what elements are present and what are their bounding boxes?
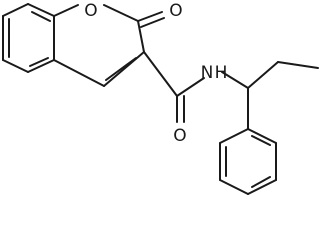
amide-carbonyl-oxygen-label: O xyxy=(173,126,186,146)
amide-hydrogen-label: H xyxy=(215,63,228,83)
phenyl-ring xyxy=(219,128,277,195)
lactone-carbonyl-oxygen-label: O xyxy=(169,1,182,21)
lactone-carbonyl xyxy=(137,11,165,28)
benzene-ring-coumarin xyxy=(2,3,55,73)
side-chain xyxy=(221,61,319,130)
structure-canvas: O O N H O xyxy=(2,1,319,195)
lactone-ring xyxy=(53,4,145,87)
amide-group xyxy=(143,51,205,123)
amide-nitrogen-label: N xyxy=(201,63,214,83)
ring-oxygen-label: O xyxy=(84,1,97,21)
molecule-structure: O O N H O xyxy=(2,1,319,195)
